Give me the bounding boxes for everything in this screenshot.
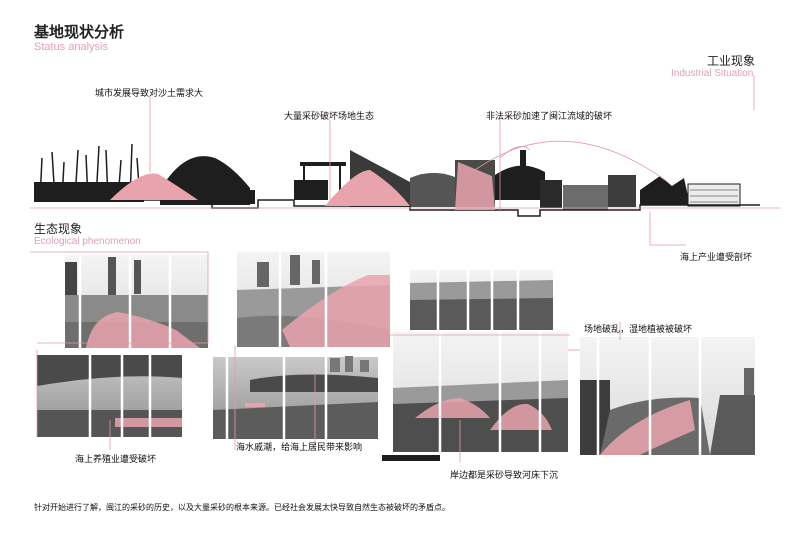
caption-riverbed: 岸边都是采砂导致河床下沉 (450, 471, 559, 481)
photo-group-6 (393, 332, 568, 452)
sand-piles (110, 162, 495, 210)
caption-dredging: 大量采砂破坏场地生态 (284, 112, 375, 122)
eco-row1 (65, 252, 553, 348)
photo-group-5 (213, 356, 378, 439)
caption-site-damage: 场地破乱，湿地植被被破坏 (584, 325, 693, 335)
caption-marine-industry: 海上产业遭受剖坏 (680, 253, 753, 263)
page-subtitle: Status analysis (34, 41, 108, 53)
industrial-title: 工业现象 (707, 54, 756, 68)
industrial-strip (34, 140, 760, 217)
industrial-callouts (30, 75, 780, 246)
ecological-subtitle: Ecological phenomenon (34, 236, 141, 247)
caption-aquaculture: 海上养殖业遭受破坏 (75, 455, 157, 465)
industrial-subtitle: Industrial Situation (671, 68, 754, 79)
eco-callouts (30, 251, 621, 462)
eco-row2 (37, 332, 755, 461)
photo-group-3 (410, 270, 553, 330)
page-title: 基地现状分析 (34, 23, 125, 41)
footer-note: 针对开始进行了解，闽江的采砂的历史，以及大量采砂的根本来源。已经社会发展太快导致… (34, 503, 450, 512)
photo-group-4 (37, 355, 182, 437)
photo-group-7 (580, 337, 755, 455)
photo-group-2 (237, 252, 390, 347)
caption-tide: 海水戚潮，给海上居民带来影响 (236, 443, 363, 453)
ecological-title: 生态现象 (34, 222, 83, 236)
caption-illegal-mining: 非法采砂加速了闽江流域的破坏 (486, 112, 613, 122)
caption-urban-demand: 城市发展导致对沙土需求大 (95, 89, 204, 99)
photo-group-1 (65, 255, 208, 348)
